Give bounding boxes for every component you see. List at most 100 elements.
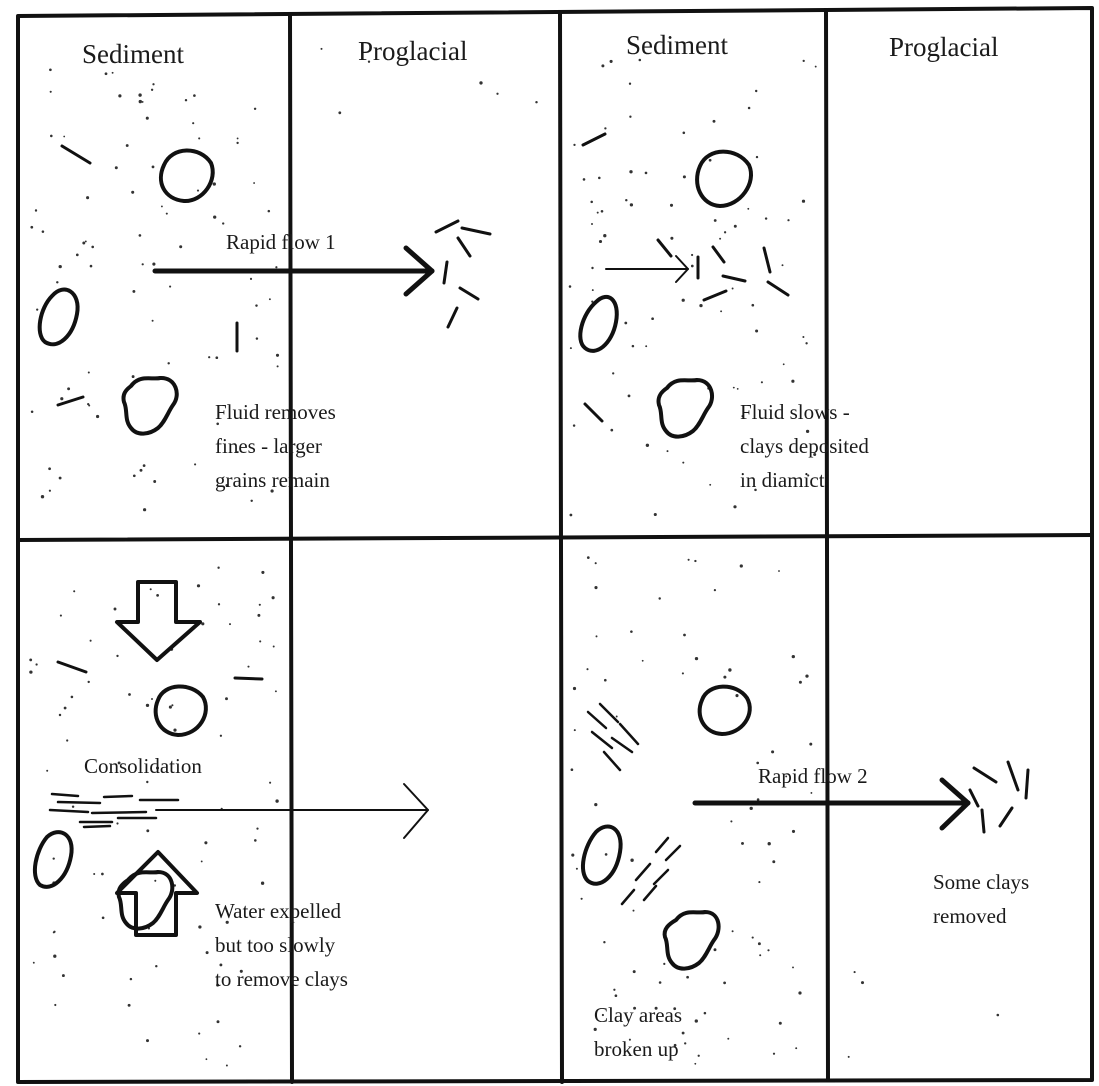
sediment-dot xyxy=(219,734,223,737)
sediment-dot xyxy=(629,115,632,118)
sediment-dot xyxy=(694,656,699,661)
sediment-dot xyxy=(681,298,685,302)
sediment-dot xyxy=(216,422,219,426)
sediment-dot xyxy=(699,303,703,308)
sediment-dot xyxy=(63,706,67,710)
clay-cluster xyxy=(620,836,682,906)
sediment-dot xyxy=(41,230,45,233)
sediment-dot xyxy=(691,253,694,257)
sediment-dot xyxy=(860,981,865,985)
header-sediment: Sediment xyxy=(82,39,184,69)
sediment-dot xyxy=(653,512,657,517)
sediment-dot xyxy=(591,223,593,225)
sediment-dot xyxy=(54,1003,57,1007)
sediment-dot xyxy=(754,89,758,93)
sediment-dot xyxy=(601,64,605,68)
sediment-dot xyxy=(682,131,686,135)
sediment-dot xyxy=(338,111,342,115)
sediment-dot xyxy=(479,81,483,85)
sediment-dot xyxy=(257,613,261,617)
header-proglacial: Proglacial xyxy=(889,32,998,62)
label-consolidation: Consolidation xyxy=(84,754,202,778)
note-line: Some clays xyxy=(933,870,1029,894)
sediment-dot xyxy=(709,483,712,486)
sediment-dot xyxy=(694,559,697,563)
sediment-dot xyxy=(89,639,92,642)
sediment-dot xyxy=(792,966,794,969)
sediment-dot xyxy=(732,386,735,389)
sediment-dot xyxy=(624,321,628,325)
slow-drainage-arrow xyxy=(155,783,429,839)
sediment-dot xyxy=(215,356,219,360)
sediment-dot xyxy=(153,480,157,483)
sediment-dot xyxy=(101,916,105,920)
sediment-dot xyxy=(255,304,258,307)
sediment-dot xyxy=(58,476,62,480)
clast xyxy=(153,684,208,737)
sediment-dot xyxy=(633,1006,637,1010)
sediment-dot xyxy=(225,1064,228,1067)
fine-particle xyxy=(583,402,604,423)
sediment-dot xyxy=(791,829,796,833)
sediment-dot xyxy=(569,513,573,517)
sediment-dot xyxy=(609,59,613,63)
sediment-dot xyxy=(684,1042,687,1045)
sediment-dot xyxy=(630,858,634,862)
sediment-dot xyxy=(628,82,632,85)
sediment-dot xyxy=(681,672,684,675)
sediment-dot xyxy=(570,768,574,772)
sediment-dot xyxy=(628,1038,631,1041)
sediment-dot xyxy=(629,170,633,174)
label-rapid-flow-2: Rapid flow 2 xyxy=(758,764,868,788)
sediment-dot xyxy=(60,397,64,401)
sediment-dot xyxy=(34,209,38,212)
sediment-dot xyxy=(87,680,90,684)
sediment-dot xyxy=(590,200,593,204)
sediment-dot xyxy=(782,363,785,366)
sediment-dot xyxy=(798,680,802,684)
sediment-dot xyxy=(253,839,257,842)
sediment-dot xyxy=(596,211,599,214)
sediment-dot xyxy=(723,981,726,985)
sediment-dot xyxy=(236,141,239,145)
note-line: Water expelled xyxy=(215,899,341,923)
sediment-dot xyxy=(805,674,809,678)
note-line: Fluid slows - xyxy=(740,400,850,424)
sediment-dot xyxy=(145,116,149,120)
sediment-dot xyxy=(632,909,635,912)
sediment-dot xyxy=(274,690,277,693)
sediment-dot xyxy=(996,1013,1000,1017)
sediment-dot xyxy=(601,1013,604,1017)
sediment-dot xyxy=(603,678,607,682)
sediment-dot xyxy=(198,925,202,929)
sediment-dot xyxy=(758,881,761,884)
sediment-dot xyxy=(320,47,323,50)
sediment-dot xyxy=(229,623,231,626)
sediment-dot xyxy=(138,234,142,237)
sediment-dot xyxy=(802,59,805,63)
sediment-dot xyxy=(261,570,265,574)
sediment-dot xyxy=(132,474,136,478)
consolidation-arrow-down xyxy=(115,580,202,662)
sediment-dot xyxy=(598,176,601,180)
sediment-dot xyxy=(604,853,608,856)
sediment-dot xyxy=(258,603,261,606)
sediment-dot xyxy=(141,263,144,266)
sediment-dot xyxy=(104,72,108,76)
sediment-dot xyxy=(771,750,775,754)
sediment-dot xyxy=(603,234,607,238)
note-line: but too slowly xyxy=(215,933,336,957)
note-line: clays deposited xyxy=(740,434,869,458)
sediment-dot xyxy=(156,594,159,597)
sediment-dot xyxy=(205,951,209,955)
sediment-dot xyxy=(204,841,208,845)
note-line: fines - larger xyxy=(215,434,322,458)
center-divider xyxy=(558,10,564,1084)
sediment-dot xyxy=(171,704,174,707)
sediment-dot xyxy=(733,224,737,228)
sediment-dot xyxy=(751,303,755,307)
sediment-dot xyxy=(165,212,168,215)
sediment-dot xyxy=(249,277,253,280)
clast xyxy=(580,824,623,886)
sediment-dot xyxy=(168,705,172,709)
